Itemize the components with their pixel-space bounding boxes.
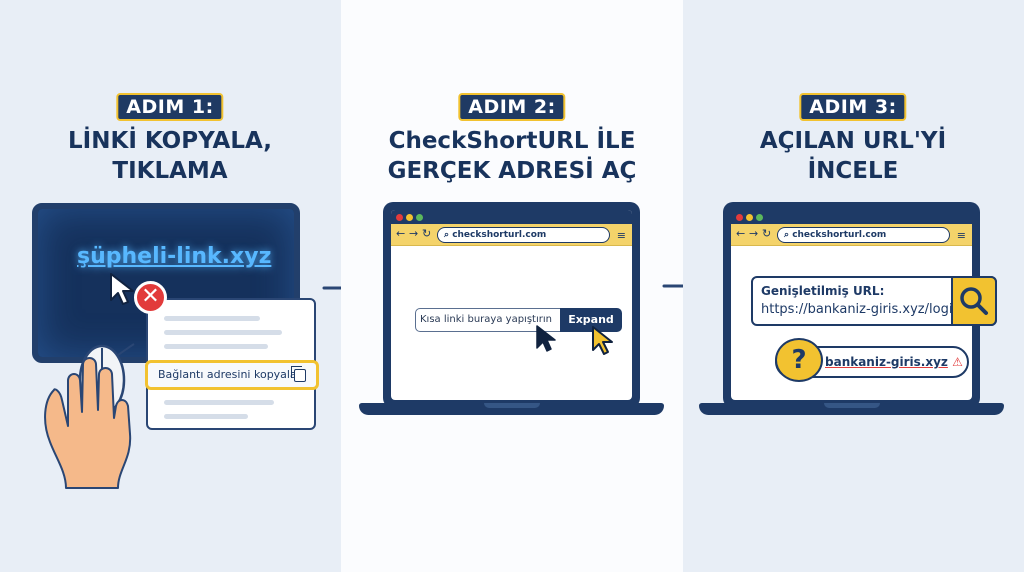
address-bar[interactable]: ⌕ checkshorturl.com — [777, 227, 950, 243]
menu-icon[interactable]: ≡ — [956, 229, 966, 242]
step-3-badge: ADIM 3: — [799, 93, 907, 121]
suspicious-link[interactable]: şüpheli-link.xyz — [77, 244, 272, 269]
hand-on-mouse-icon — [44, 343, 135, 489]
browser-toolbar: ← → ↻ ⌕ checkshorturl.com ≡ — [391, 224, 632, 246]
laptop-base — [359, 403, 664, 415]
laptop-screen: ← → ↻ ⌕ checkshorturl.com ≡ Kısa linki b… — [383, 202, 640, 408]
question-icon: ? — [775, 338, 823, 382]
search-icon — [960, 287, 988, 315]
hand-icon — [44, 357, 132, 489]
laptop-notch — [484, 403, 540, 408]
step-3-title-line-2: İNCELE — [807, 158, 899, 184]
forward-icon[interactable]: → — [749, 227, 759, 240]
laptop-base — [699, 403, 1004, 415]
browser-tab-bar — [731, 210, 972, 224]
context-menu-item-placeholder — [164, 330, 282, 335]
window-close-dot[interactable] — [396, 214, 403, 221]
reload-icon[interactable]: ↻ — [422, 227, 432, 240]
step-2-title: CheckShortURL İLE GERÇEK ADRESİ AÇ — [362, 126, 662, 186]
address-bar-url: checkshorturl.com — [792, 230, 887, 240]
browser-tab-bar — [391, 210, 632, 224]
browser-toolbar: ← → ↻ ⌕ checkshorturl.com ≡ — [731, 224, 972, 246]
window-minimize-dot[interactable] — [406, 214, 413, 221]
context-menu-item-placeholder — [164, 414, 248, 419]
step-2-badge: ADIM 2: — [458, 93, 566, 121]
copy-icon — [291, 366, 306, 382]
warning-icon: ⚠ — [952, 355, 963, 369]
step-1-title-line-1: LİNKİ KOPYALA, — [68, 128, 272, 154]
copy-link-address-label: Bağlantı adresini kopyala — [158, 368, 297, 381]
step-1-panel: ADIM 1: LİNKİ KOPYALA, TIKLAMA şüpheli-l… — [0, 0, 341, 572]
expand-button[interactable]: Expand — [560, 308, 622, 332]
browser-window: ← → ↻ ⌕ checkshorturl.com ≡ Kısa linki b… — [391, 210, 632, 400]
laptop-notch — [824, 403, 880, 408]
expanded-url-value[interactable]: https://bankaniz-giris.xyz/login — [761, 302, 961, 317]
reload-icon[interactable]: ↻ — [762, 227, 772, 240]
menu-icon[interactable]: ≡ — [616, 229, 626, 242]
window-maximize-dot[interactable] — [756, 214, 763, 221]
cursor-icon — [592, 326, 613, 355]
context-menu-item-placeholder — [164, 400, 274, 405]
search-button[interactable] — [951, 276, 997, 326]
forward-icon[interactable]: → — [409, 227, 419, 240]
lock-icon: ⌕ — [784, 230, 793, 240]
step-3-panel: ADIM 3: AÇILAN URL'Yİ İNCELE ← → ↻ ⌕ che… — [683, 0, 1024, 572]
step-2-title-line-1: CheckShortURL İLE — [388, 128, 636, 154]
window-close-dot[interactable] — [736, 214, 743, 221]
step-2-panel: ADIM 2: CheckShortURL İLE GERÇEK ADRESİ … — [341, 0, 683, 572]
copy-link-address-item[interactable]: Bağlantı adresini kopyala — [145, 360, 319, 390]
step-3-title: AÇILAN URL'Yİ İNCELE — [703, 126, 1003, 186]
step-2-title-line-2: GERÇEK ADRESİ AÇ — [387, 158, 637, 184]
context-menu-item-placeholder — [164, 316, 260, 321]
address-bar-url: checkshorturl.com — [452, 230, 547, 240]
lock-icon: ⌕ — [444, 230, 453, 240]
cursor-icon — [110, 273, 134, 305]
step-1-title-line-2: TIKLAMA — [112, 158, 228, 184]
expanded-url-box: Genişletilmiş URL: https://bankaniz-giri… — [751, 276, 997, 326]
step-3-title-line-1: AÇILAN URL'Yİ — [759, 128, 947, 154]
step-1-title: LİNKİ KOPYALA, TIKLAMA — [20, 126, 320, 186]
back-icon[interactable]: ← — [396, 227, 406, 240]
step-1-badge: ADIM 1: — [116, 93, 224, 121]
back-icon[interactable]: ← — [736, 227, 746, 240]
close-icon: ✕ — [134, 281, 167, 314]
address-bar[interactable]: ⌕ checkshorturl.com — [437, 227, 610, 243]
expanded-url-label: Genişletilmiş URL: — [761, 284, 885, 298]
cursor-icon — [536, 325, 556, 352]
warning-domain: bankaniz-giris.xyz — [825, 355, 948, 369]
context-menu-item-placeholder — [164, 344, 268, 349]
window-maximize-dot[interactable] — [416, 214, 423, 221]
window-minimize-dot[interactable] — [746, 214, 753, 221]
